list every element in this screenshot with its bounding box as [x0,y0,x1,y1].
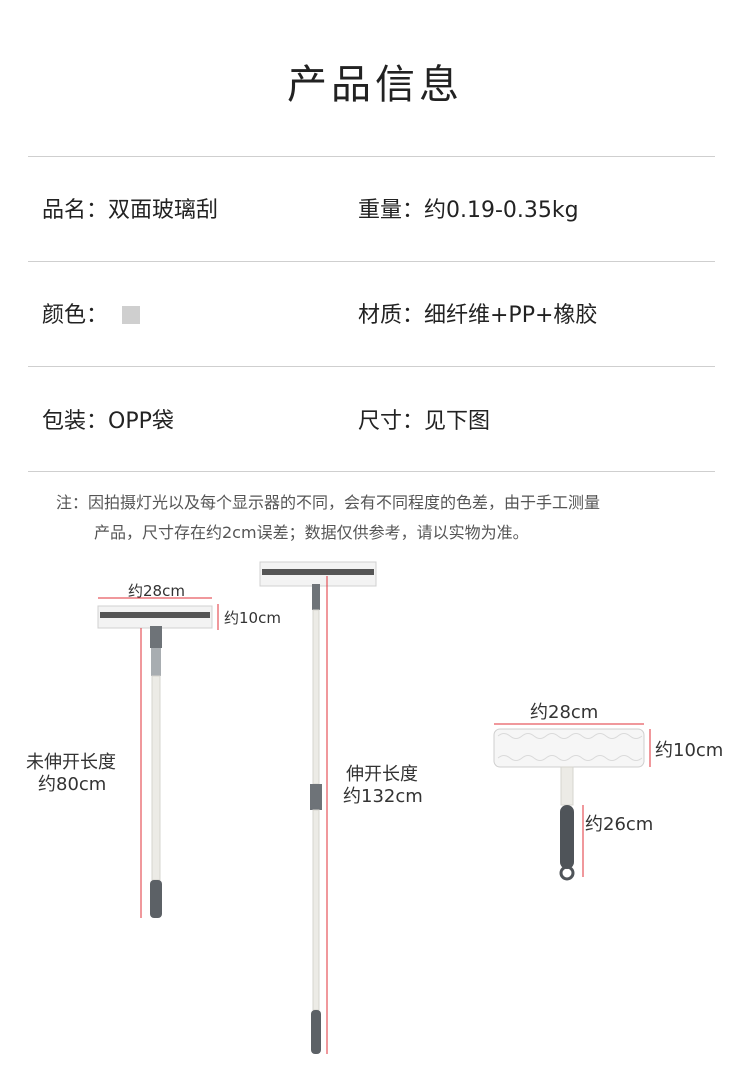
long-length-label-1: 伸开长度 [346,764,418,785]
note-line-2: 产品，尺寸存在约2cm误差；数据仅供参考，请以实物为准。 [94,523,529,542]
page-title: 产品信息 [287,62,463,108]
pad-width-label: 约28cm [530,702,599,723]
spec-color-label: 颜色： [42,303,109,328]
short-length-label-2: 约80cm [38,774,107,795]
pad-guides [494,723,651,877]
spec-name: 品名：双面玻璃刮 [42,198,219,223]
spec-weight: 重量：约0.19-0.35kg [358,198,579,223]
short-guides [98,597,219,918]
short-height-label: 约10cm [224,609,281,627]
divider [28,156,715,157]
short-length-label-1: 未伸开长度 [26,752,116,773]
long-squeegee-image [259,561,377,1054]
color-swatch [122,306,141,324]
short-width-label: 约28cm [128,582,185,600]
pad-handle-label: 约26cm [585,814,654,835]
product-dimension-illustration [97,561,651,1054]
spec-size: 尺寸：见下图 [358,409,491,434]
short-squeegee-image [97,605,213,918]
pad-attachment-image [493,728,645,881]
divider [28,366,715,367]
note-line-1: 注：因拍摄灯光以及每个显示器的不同，会有不同程度的色差，由于手工测量 [56,493,601,512]
disclaimer-note: 注：因拍摄灯光以及每个显示器的不同，会有不同程度的色差，由于手工测量 产品，尺寸… [56,488,706,548]
divider [28,261,715,262]
long-length-label-2: 约132cm [343,786,423,807]
spec-package: 包装：OPP袋 [42,409,174,434]
spec-color: 颜色： [42,297,141,329]
pad-height-label: 约10cm [655,740,724,761]
divider [28,471,715,472]
spec-material: 材质：细纤维+PP+橡胶 [358,303,598,328]
